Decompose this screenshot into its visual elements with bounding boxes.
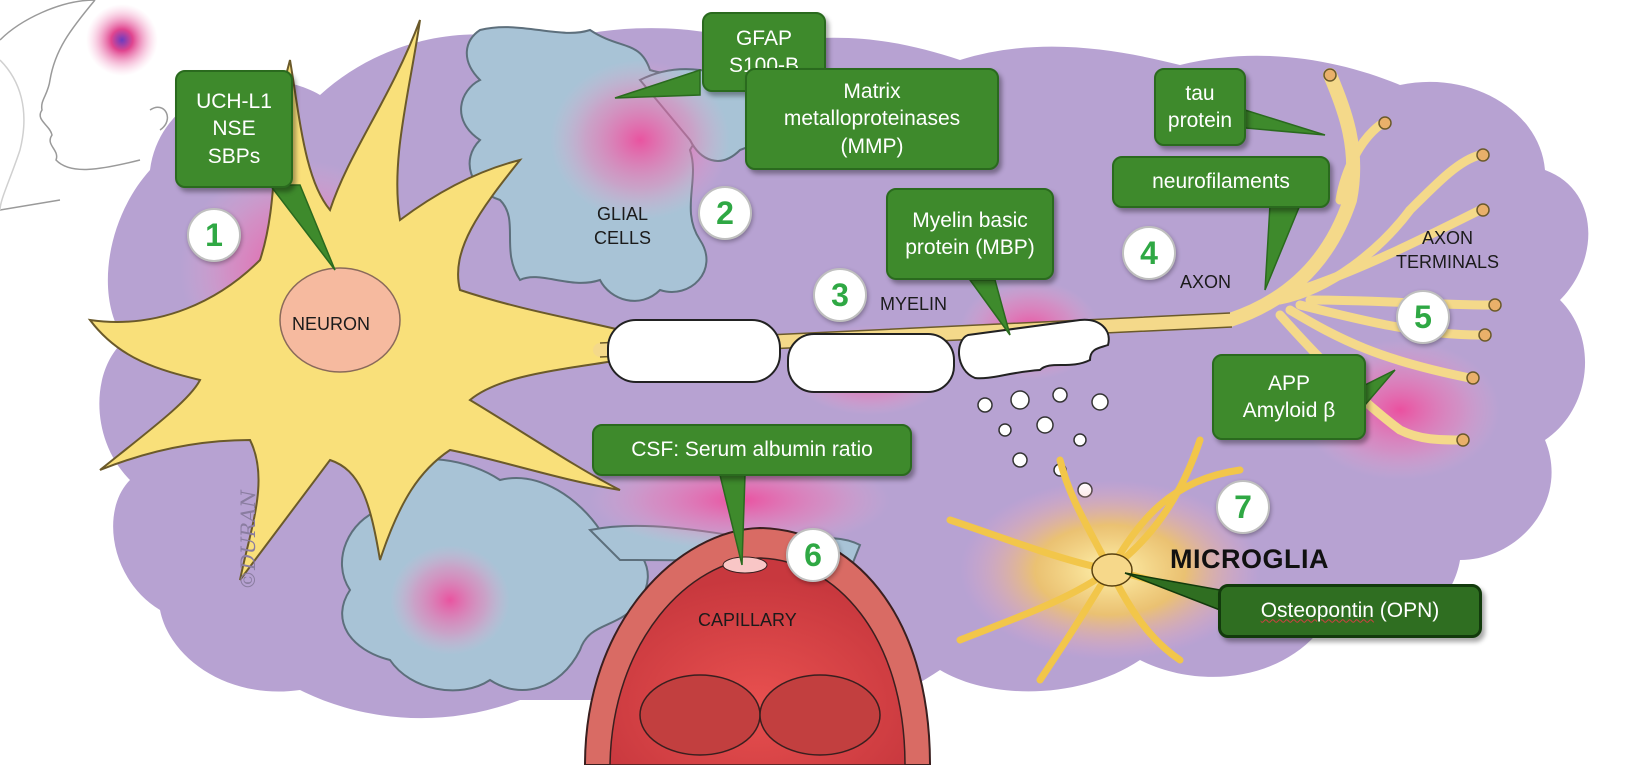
marker-nse: NSE	[212, 117, 256, 141]
opn-word: Osteopontin	[1260, 599, 1374, 623]
callout-neurofilaments: neurofilaments	[1112, 156, 1330, 208]
marker-gfap: GFAP	[735, 26, 792, 50]
app-line-2: Amyloid β	[1242, 399, 1336, 422]
opn-abbr: (OPN)	[1379, 599, 1440, 623]
axon	[593, 68, 1361, 357]
mbp-line-1: Myelin basic	[912, 208, 1028, 232]
label-myelin: MYELIN	[880, 294, 948, 314]
app-line-1: APP	[1267, 371, 1310, 395]
callout-tau: tau protein	[1154, 68, 1246, 146]
mmp-line-3: (MMP)	[840, 134, 904, 158]
label-glial-line-2: CELLS	[594, 228, 652, 249]
injury-glow-icon	[86, 4, 158, 76]
artist-signature: ©DURAN	[236, 490, 260, 590]
mmp-line-2: metalloproteinases	[783, 107, 961, 131]
axon-terminals	[1275, 120, 1495, 445]
marker-4: 4	[1122, 226, 1176, 280]
callout-neuron-markers: UCH-L1 NSE SBPs	[175, 70, 293, 188]
marker-6: 6	[786, 528, 840, 582]
label-capillary: CAPILLARY	[698, 610, 797, 630]
head-silhouette-icon	[0, 0, 169, 211]
nucleus	[279, 267, 401, 373]
opn-label: Osteopontin (OPN)	[1261, 597, 1440, 624]
myelin-sheath	[607, 318, 1110, 393]
callout-csf: CSF: Serum albumin ratio	[592, 424, 912, 476]
callout-opn: Osteopontin (OPN)	[1218, 584, 1482, 638]
capillary	[583, 526, 932, 765]
label-axon-terminals: AXON TERMINALS	[1396, 226, 1499, 275]
marker-7: 7	[1216, 480, 1270, 534]
tau-line-1: tau	[1185, 81, 1215, 105]
label-microglia: MICROGLIA	[1170, 544, 1329, 574]
label-neuron: NEURON	[292, 314, 371, 334]
mmp-line-1: Matrix	[843, 80, 901, 104]
callout-mbp: Myelin basic protein (MBP)	[886, 188, 1054, 280]
mbp-line-2: protein (MBP)	[905, 236, 1035, 259]
neurofilaments-label: neurofilaments	[1152, 170, 1290, 194]
label-axon: AXON	[1180, 272, 1232, 292]
marker-2: 2	[698, 186, 752, 240]
tau-line-2: protein	[1167, 109, 1233, 132]
marker-sbps: SBPs	[207, 144, 261, 168]
callout-app: APP Amyloid β	[1212, 354, 1366, 440]
marker-5: 5	[1396, 290, 1450, 344]
csf-label: CSF: Serum albumin ratio	[631, 438, 873, 462]
label-glial-cells: GLIAL CELLS	[594, 202, 651, 251]
label-axon-terminals-line-1: AXON	[1422, 228, 1474, 248]
marker-uchl1: UCH-L1	[196, 90, 272, 114]
marker-1: 1	[187, 208, 241, 262]
callout-mmp: Matrix metalloproteinases (MMP)	[745, 68, 999, 170]
label-glial-line-1: GLIAL	[597, 204, 649, 224]
label-axon-terminals-line-2: TERMINALS	[1396, 252, 1500, 273]
marker-3: 3	[813, 268, 867, 322]
